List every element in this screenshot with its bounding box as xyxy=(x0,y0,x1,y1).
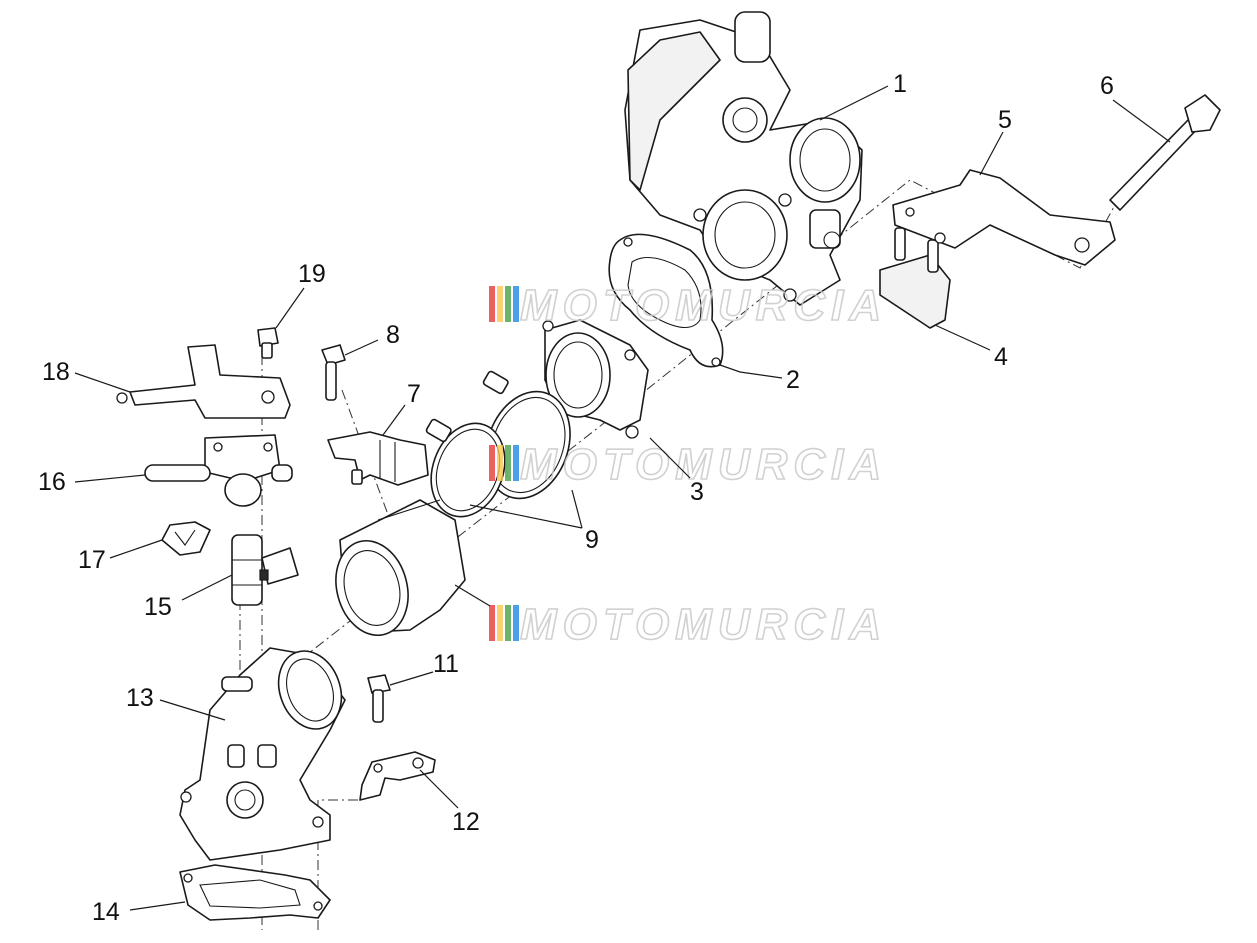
callout-17: 17 xyxy=(78,546,106,574)
watermark-2: MOTOMURCIA xyxy=(489,439,887,490)
intake-sleeve[interactable] xyxy=(326,499,466,643)
part-11-bolt[interactable] xyxy=(367,674,391,723)
callout-13: 13 xyxy=(126,684,154,712)
leader-lines xyxy=(74,85,1171,911)
callout-4: 4 xyxy=(994,343,1008,371)
part-2-gasket[interactable] xyxy=(608,233,724,368)
callout-12: 12 xyxy=(452,808,480,836)
callout-11: 11 xyxy=(433,650,459,678)
part-1-throttle-body[interactable] xyxy=(624,11,863,306)
part-4-rubber-mount[interactable] xyxy=(879,227,951,329)
callout-16: 16 xyxy=(38,468,66,496)
callout-8: 8 xyxy=(386,321,400,349)
callout-19: 19 xyxy=(298,260,326,288)
watermark-text: MOTOMURCIA xyxy=(520,281,887,330)
part-17-clip[interactable] xyxy=(161,521,211,556)
callout-7: 7 xyxy=(407,380,421,408)
part-12-small-bracket[interactable] xyxy=(359,751,436,801)
callout-2: 2 xyxy=(786,366,800,394)
part-14-gasket[interactable] xyxy=(179,864,331,921)
part-18-bracket[interactable] xyxy=(116,344,291,419)
part-15-fuel-injector[interactable] xyxy=(231,534,299,606)
callout-15: 15 xyxy=(144,593,172,621)
part-16-fuel-rail[interactable] xyxy=(144,434,293,507)
callout-3: 3 xyxy=(690,478,704,506)
part-6-long-bolt[interactable] xyxy=(1109,94,1221,211)
part-19-bolt[interactable] xyxy=(257,327,279,359)
callout-9: 9 xyxy=(585,526,599,554)
callout-14: 14 xyxy=(92,898,120,926)
part-5-bracket[interactable] xyxy=(892,169,1116,266)
watermark-text: MOTOMURCIA xyxy=(520,600,887,649)
callout-18: 18 xyxy=(42,358,70,386)
part-3-adapter-flange[interactable] xyxy=(542,319,649,439)
callout-1: 1 xyxy=(893,70,907,98)
part-7-sensor[interactable] xyxy=(327,431,429,486)
part-8-bolt[interactable] xyxy=(321,344,346,401)
callout-6: 6 xyxy=(1100,72,1114,100)
watermark-1: MOTOMURCIA xyxy=(489,280,887,331)
callout-labels: 1 2 3 4 5 6 7 8 9 11 12 13 14 15 16 17 1… xyxy=(38,70,1114,926)
callout-5: 5 xyxy=(998,106,1012,134)
part-13-intake-manifold[interactable] xyxy=(179,642,352,861)
watermark-3: MOTOMURCIA xyxy=(489,599,887,650)
watermark-text: MOTOMURCIA xyxy=(520,440,887,489)
